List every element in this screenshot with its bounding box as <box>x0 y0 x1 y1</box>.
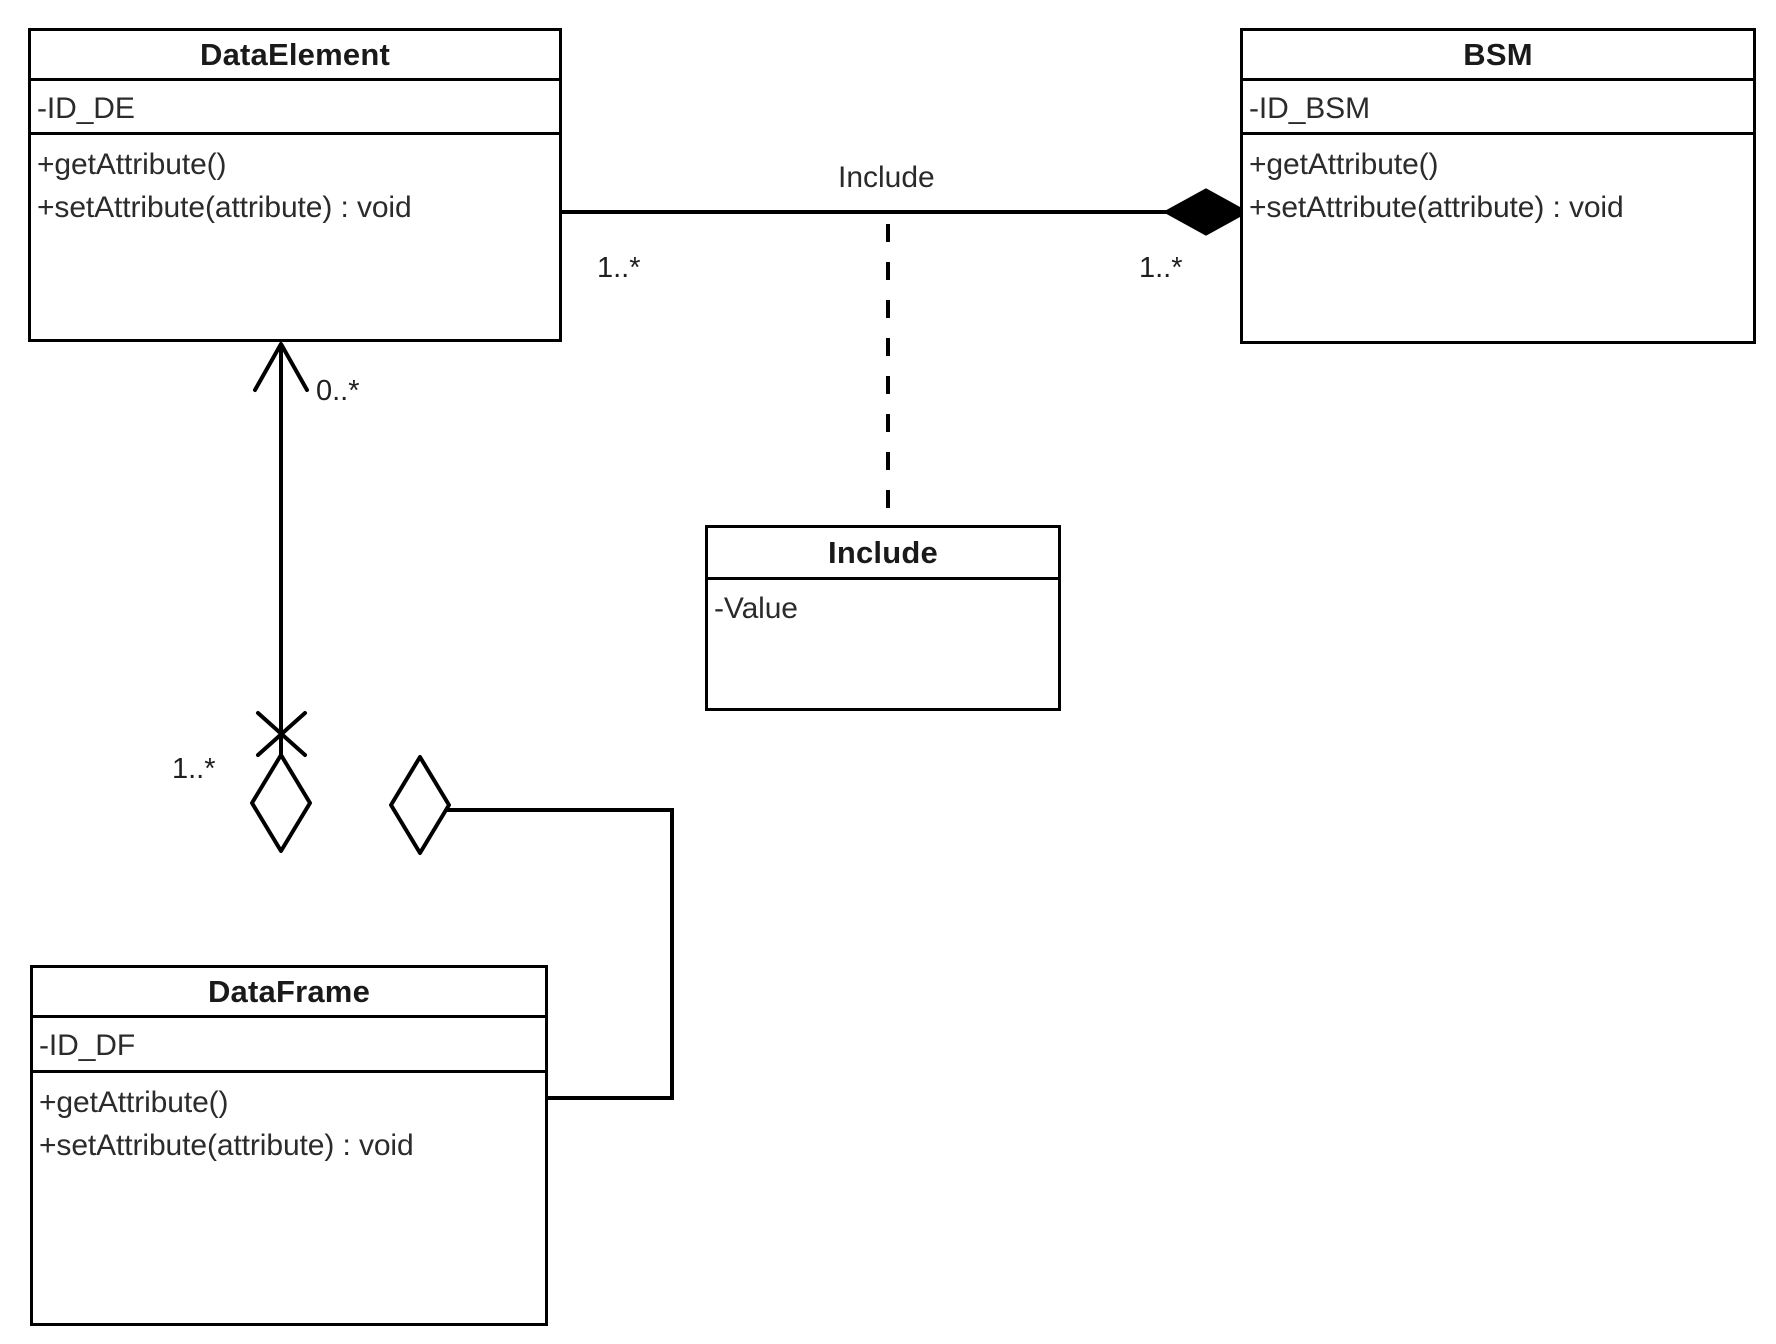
multiplicity-dataelement-dataframe-top: 0..* <box>316 375 360 407</box>
class-attribute: -ID_BSM <box>1249 92 1370 125</box>
class-attributes-data-element: -ID_DE <box>31 81 559 135</box>
class-box-include[interactable]: Include -Value <box>705 525 1061 711</box>
filled-diamond-icon <box>1162 188 1250 236</box>
x-cross-icon-stroke-b <box>256 711 307 757</box>
class-attribute: -Value <box>714 592 798 625</box>
x-cross-icon-stroke-a <box>256 711 307 757</box>
class-operations-data-frame: +getAttribute() +setAttribute(attribute)… <box>33 1073 545 1323</box>
hollow-diamond-icon-right <box>389 755 451 855</box>
class-title-data-element: DataElement <box>31 31 559 81</box>
class-box-data-frame[interactable]: DataFrame -ID_DF +getAttribute() +setAtt… <box>30 965 548 1326</box>
class-operation: +setAttribute(attribute) : void <box>39 1128 414 1162</box>
class-title-include: Include <box>708 528 1058 580</box>
multiplicity-dataelement-bsm-left: 1..* <box>597 252 641 284</box>
class-operation: +getAttribute() <box>39 1086 229 1119</box>
class-attribute: -ID_DE <box>37 92 135 125</box>
multiplicity-dataelement-dataframe-bottom: 1..* <box>172 753 216 785</box>
class-title-bsm: BSM <box>1243 31 1753 81</box>
class-attribute: -ID_DF <box>39 1029 136 1062</box>
class-attributes-data-frame: -ID_DF <box>33 1018 545 1073</box>
class-operation: +getAttribute() <box>37 148 227 181</box>
class-box-bsm[interactable]: BSM -ID_BSM +getAttribute() +setAttribut… <box>1240 28 1756 344</box>
class-operation: +setAttribute(attribute) : void <box>1249 190 1624 224</box>
class-operation: +getAttribute() <box>1249 148 1439 181</box>
class-box-data-element[interactable]: DataElement -ID_DE +getAttribute() +setA… <box>28 28 562 342</box>
class-operations-bsm: +getAttribute() +setAttribute(attribute)… <box>1243 135 1753 341</box>
class-attributes-include: -Value <box>708 580 1058 708</box>
association-name-include: Include <box>838 161 935 194</box>
hollow-diamond-icon-left <box>250 753 312 853</box>
class-operation: +setAttribute(attribute) : void <box>37 190 412 224</box>
class-title-data-frame: DataFrame <box>33 968 545 1018</box>
multiplicity-dataelement-bsm-right: 1..* <box>1139 252 1183 284</box>
class-operations-data-element: +getAttribute() +setAttribute(attribute)… <box>31 135 559 339</box>
open-arrow-icon <box>253 342 309 392</box>
class-attributes-bsm: -ID_BSM <box>1243 81 1753 135</box>
